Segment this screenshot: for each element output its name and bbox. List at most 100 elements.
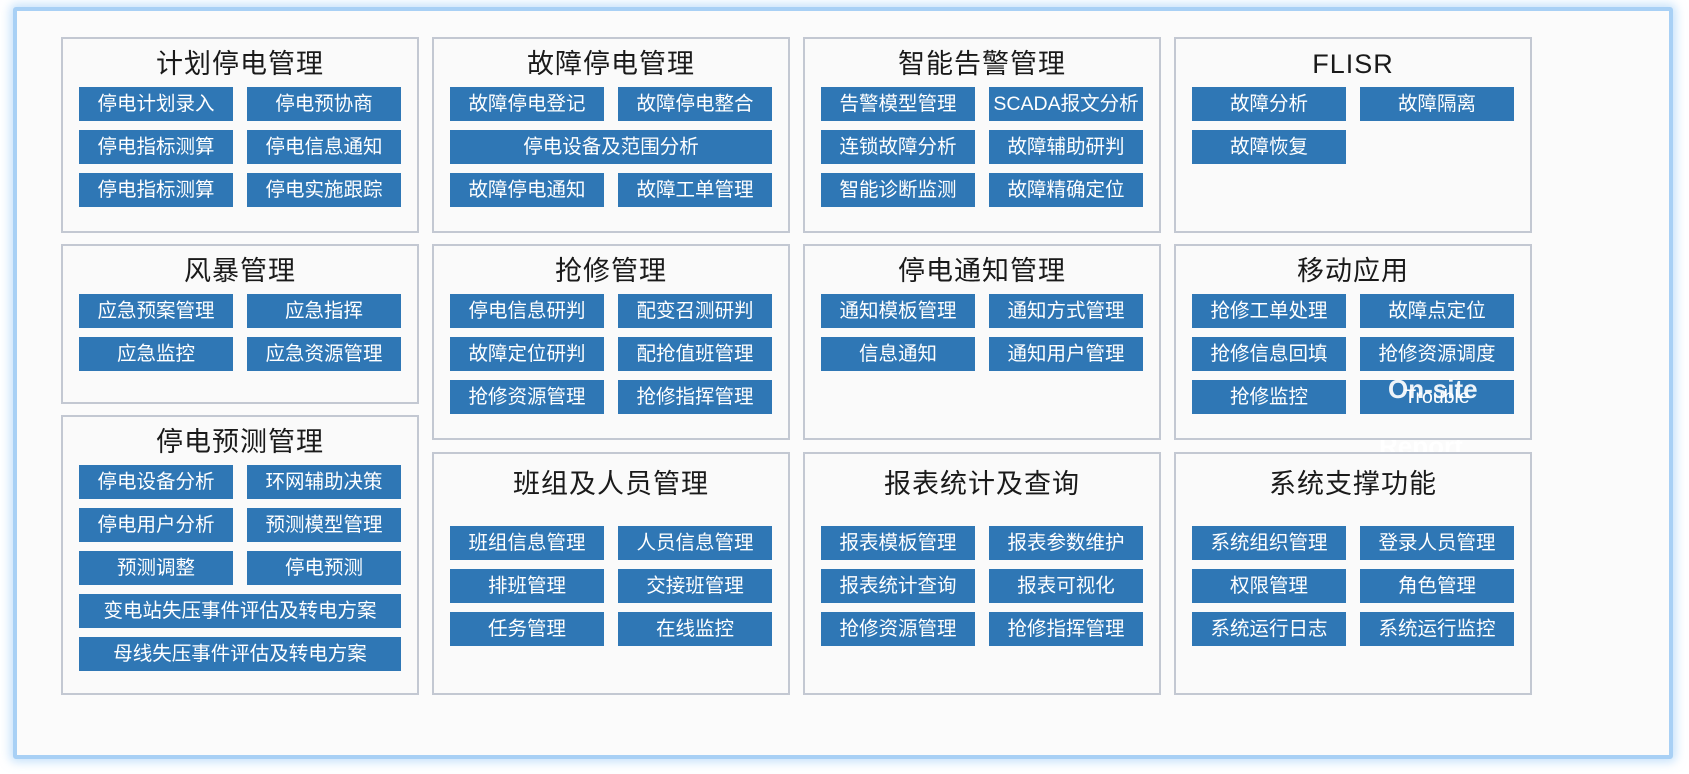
module-button[interactable]: 系统运行监控 bbox=[1360, 612, 1514, 647]
module-button[interactable]: 应急资源管理 bbox=[247, 337, 401, 372]
module-button[interactable]: 报表模板管理 bbox=[821, 526, 975, 561]
module-button[interactable]: 故障停电整合 bbox=[618, 87, 772, 122]
button-grid: 应急预案管理 应急指挥 应急监控 应急资源管理 bbox=[63, 294, 417, 385]
module-button[interactable]: 告警模型管理 bbox=[821, 87, 975, 122]
module-button[interactable]: 报表统计查询 bbox=[821, 569, 975, 604]
panel-outage-notification-management[interactable]: 停电通知管理 通知模板管理 通知方式管理 信息通知 通知用户管理 bbox=[803, 244, 1161, 440]
module-button[interactable]: 报表可视化 bbox=[989, 569, 1143, 604]
panel-intelligent-alarm-management[interactable]: 智能告警管理 告警模型管理 SCADA报文分析 连锁故障分析 故障辅助研判 智能… bbox=[803, 37, 1161, 233]
panel-storm-management[interactable]: 风暴管理 应急预案管理 应急指挥 应急监控 应急资源管理 bbox=[61, 244, 419, 404]
module-button[interactable]: 停电预测 bbox=[247, 551, 401, 586]
module-button[interactable]: 权限管理 bbox=[1192, 569, 1346, 604]
module-button[interactable]: 人员信息管理 bbox=[618, 526, 772, 561]
module-button[interactable]: 智能诊断监测 bbox=[821, 173, 975, 208]
module-button[interactable]: 停电信息通知 bbox=[247, 130, 401, 165]
module-button[interactable]: 故障工单管理 bbox=[618, 173, 772, 208]
module-button[interactable]: 预测调整 bbox=[79, 551, 233, 586]
module-button[interactable]: 配抢值班管理 bbox=[618, 337, 772, 372]
panel-title: 停电通知管理 bbox=[898, 256, 1066, 286]
module-button[interactable]: 应急监控 bbox=[79, 337, 233, 372]
panel-system-support-functions[interactable]: 系统支撑功能 系统组织管理 登录人员管理 权限管理 角色管理 系统运行日志 系统… bbox=[1174, 452, 1532, 695]
module-button[interactable]: 停电指标测算 bbox=[79, 173, 233, 208]
module-button[interactable]: 故障恢复 bbox=[1192, 130, 1346, 165]
module-button[interactable]: 停电实施跟踪 bbox=[247, 173, 401, 208]
button-grid: 系统组织管理 登录人员管理 权限管理 角色管理 系统运行日志 系统运行监控 bbox=[1176, 526, 1530, 660]
module-button[interactable]: 停电用户分析 bbox=[79, 508, 233, 543]
module-button[interactable]: 通知方式管理 bbox=[989, 294, 1143, 329]
module-button[interactable]: 抢修工单处理 bbox=[1192, 294, 1346, 329]
module-button[interactable]: 登录人员管理 bbox=[1360, 526, 1514, 561]
module-board: 计划停电管理 停电计划录入 停电预协商 停电指标测算 停电信息通知 停电指标测算… bbox=[17, 11, 1669, 755]
module-button[interactable]: 抢修信息回填 bbox=[1192, 337, 1346, 372]
module-button[interactable]: 系统组织管理 bbox=[1192, 526, 1346, 561]
module-button[interactable]: 停电设备及范围分析 bbox=[450, 130, 772, 165]
module-button[interactable]: Trouble bbox=[1360, 380, 1514, 415]
module-button[interactable]: 配变召测研判 bbox=[618, 294, 772, 329]
panel-mobile-application[interactable]: 移动应用 抢修工单处理 故障点定位 抢修信息回填 抢修资源调度 抢修监控 Tro… bbox=[1174, 244, 1532, 440]
button-grid: 班组信息管理 人员信息管理 排班管理 交接班管理 任务管理 在线监控 bbox=[434, 526, 788, 660]
module-button[interactable]: 信息通知 bbox=[821, 337, 975, 372]
panel-emergency-repair-management[interactable]: 抢修管理 停电信息研判 配变召测研判 故障定位研判 配抢值班管理 抢修资源管理 … bbox=[432, 244, 790, 440]
button-grid: 停电设备分析 环网辅助决策 停电用户分析 预测模型管理 预测调整 停电预测 变电… bbox=[63, 465, 417, 685]
module-button[interactable]: 母线失压事件评估及转电方案 bbox=[79, 637, 401, 672]
module-button[interactable]: 变电站失压事件评估及转电方案 bbox=[79, 594, 401, 629]
module-button[interactable]: 故障点定位 bbox=[1360, 294, 1514, 329]
module-button[interactable]: 交接班管理 bbox=[618, 569, 772, 604]
panel-title: 报表统计及查询 bbox=[884, 469, 1080, 499]
button-grid: 停电计划录入 停电预协商 停电指标测算 停电信息通知 停电指标测算 停电实施跟踪 bbox=[63, 87, 417, 221]
module-button[interactable]: 停电信息研判 bbox=[450, 294, 604, 329]
module-button[interactable]: 故障分析 bbox=[1192, 87, 1346, 122]
module-button[interactable]: 停电设备分析 bbox=[79, 465, 233, 500]
panel-title: 抢修管理 bbox=[555, 256, 667, 286]
panel-outage-forecast-management[interactable]: 停电预测管理 停电设备分析 环网辅助决策 停电用户分析 预测模型管理 预测调整 … bbox=[61, 415, 419, 695]
button-grid: 告警模型管理 SCADA报文分析 连锁故障分析 故障辅助研判 智能诊断监测 故障… bbox=[805, 87, 1159, 221]
module-button[interactable]: 抢修指挥管理 bbox=[989, 612, 1143, 647]
module-button[interactable]: 任务管理 bbox=[450, 612, 604, 647]
module-button[interactable]: 班组信息管理 bbox=[450, 526, 604, 561]
module-button[interactable]: 停电预协商 bbox=[247, 87, 401, 122]
module-button[interactable]: 通知模板管理 bbox=[821, 294, 975, 329]
module-button[interactable]: 连锁故障分析 bbox=[821, 130, 975, 165]
module-button[interactable]: 抢修资源管理 bbox=[821, 612, 975, 647]
module-button[interactable]: 排班管理 bbox=[450, 569, 604, 604]
panel-title: 班组及人员管理 bbox=[513, 469, 709, 499]
module-button[interactable]: 通知用户管理 bbox=[989, 337, 1143, 372]
panel-flisr[interactable]: FLISR 故障分析 故障隔离 故障恢复 bbox=[1174, 37, 1532, 233]
panel-title: 计划停电管理 bbox=[156, 49, 324, 79]
module-button[interactable]: 在线监控 bbox=[618, 612, 772, 647]
module-button[interactable]: 角色管理 bbox=[1360, 569, 1514, 604]
button-grid: 故障停电登记 故障停电整合 停电设备及范围分析 故障停电通知 故障工单管理 bbox=[434, 87, 788, 221]
module-button[interactable]: 故障停电通知 bbox=[450, 173, 604, 208]
panel-planned-outage-management[interactable]: 计划停电管理 停电计划录入 停电预协商 停电指标测算 停电信息通知 停电指标测算… bbox=[61, 37, 419, 233]
button-grid: 抢修工单处理 故障点定位 抢修信息回填 抢修资源调度 抢修监控 Trouble bbox=[1176, 294, 1530, 428]
button-grid: 通知模板管理 通知方式管理 信息通知 通知用户管理 bbox=[805, 294, 1159, 385]
module-button[interactable]: 停电指标测算 bbox=[79, 130, 233, 165]
panel-title: 风暴管理 bbox=[184, 256, 296, 286]
button-grid: 停电信息研判 配变召测研判 故障定位研判 配抢值班管理 抢修资源管理 抢修指挥管… bbox=[434, 294, 788, 428]
button-grid: 故障分析 故障隔离 故障恢复 bbox=[1176, 87, 1530, 178]
module-button[interactable]: 应急预案管理 bbox=[79, 294, 233, 329]
panel-title: 智能告警管理 bbox=[898, 49, 1066, 79]
module-button[interactable]: 抢修资源管理 bbox=[450, 380, 604, 415]
panel-fault-outage-management[interactable]: 故障停电管理 故障停电登记 故障停电整合 停电设备及范围分析 故障停电通知 故障… bbox=[432, 37, 790, 233]
module-button[interactable]: 预测模型管理 bbox=[247, 508, 401, 543]
module-button[interactable]: 故障隔离 bbox=[1360, 87, 1514, 122]
module-button[interactable]: 环网辅助决策 bbox=[247, 465, 401, 500]
panel-report-statistics-and-query[interactable]: 报表统计及查询 报表模板管理 报表参数维护 报表统计查询 报表可视化 抢修资源管… bbox=[803, 452, 1161, 695]
panel-title: FLISR bbox=[1312, 49, 1394, 79]
module-button[interactable]: 故障辅助研判 bbox=[989, 130, 1143, 165]
module-button[interactable]: SCADA报文分析 bbox=[989, 87, 1143, 122]
module-button[interactable]: 系统运行日志 bbox=[1192, 612, 1346, 647]
module-button[interactable]: 抢修监控 bbox=[1192, 380, 1346, 415]
module-button[interactable]: 报表参数维护 bbox=[989, 526, 1143, 561]
module-button[interactable]: 故障精确定位 bbox=[989, 173, 1143, 208]
panel-title: 故障停电管理 bbox=[527, 49, 695, 79]
module-button[interactable]: 抢修指挥管理 bbox=[618, 380, 772, 415]
module-button[interactable]: 应急指挥 bbox=[247, 294, 401, 329]
module-button[interactable]: 停电计划录入 bbox=[79, 87, 233, 122]
module-button[interactable]: 抢修资源调度 bbox=[1360, 337, 1514, 372]
panel-title: 系统支撑功能 bbox=[1269, 469, 1437, 499]
module-button[interactable]: 故障定位研判 bbox=[450, 337, 604, 372]
module-button[interactable]: 故障停电登记 bbox=[450, 87, 604, 122]
panel-team-and-personnel-management[interactable]: 班组及人员管理 班组信息管理 人员信息管理 排班管理 交接班管理 任务管理 在线… bbox=[432, 452, 790, 695]
